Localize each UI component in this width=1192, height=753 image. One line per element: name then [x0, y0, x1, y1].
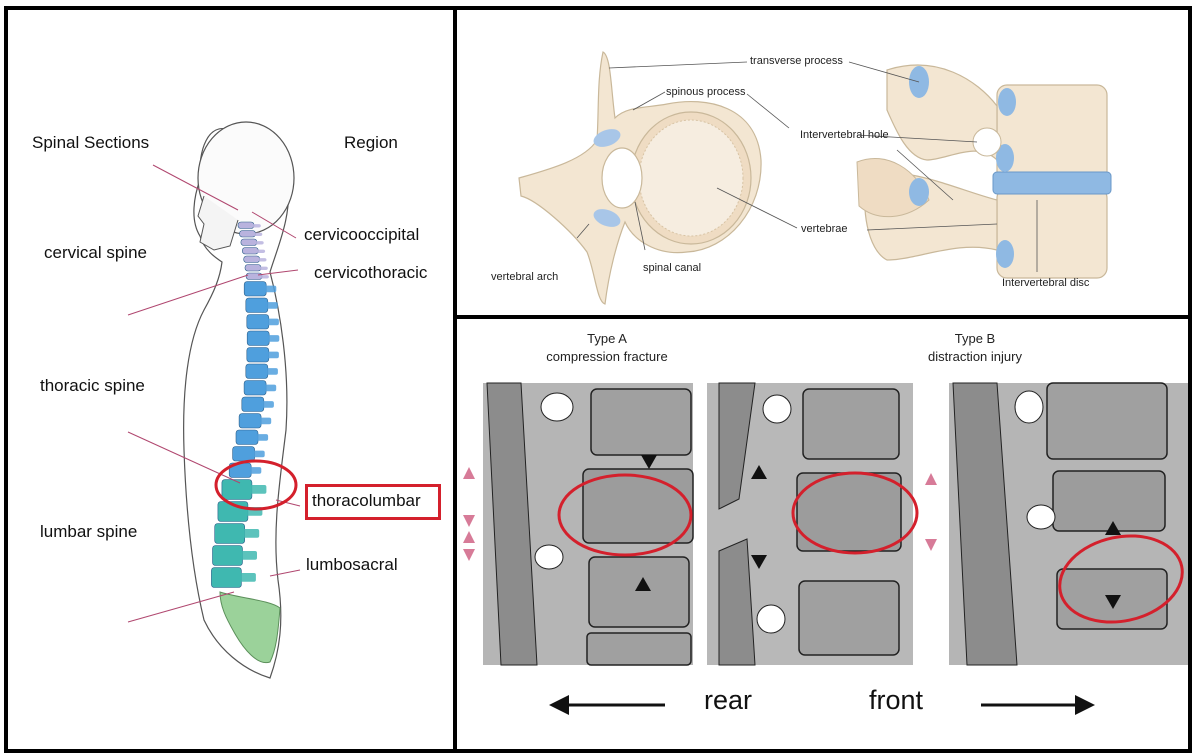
xray-illustration: [457, 319, 1192, 753]
vertebra-segment: [242, 397, 264, 412]
direction-arrows: [549, 695, 1095, 715]
region-thoracolumbar: thoracolumbar: [312, 491, 421, 511]
type-b-subtitle: distraction injury: [875, 349, 1075, 364]
vertebra-segment: [215, 524, 245, 544]
section-lumbar: lumbar spine: [40, 522, 137, 542]
type-b-sketch-2: [949, 383, 1190, 665]
label-vertebral-arch: vertebral arch: [491, 271, 558, 283]
vertebra-segment: [233, 447, 255, 462]
type-b-sketch-1: [707, 383, 937, 665]
vertebra-segment: [213, 546, 243, 566]
spinous-process-segment: [267, 352, 279, 359]
spinous-process-segment: [264, 286, 276, 293]
spinous-process-segment: [259, 418, 271, 425]
type-a-sketch: [463, 383, 693, 665]
spinous-process-segment: [243, 529, 260, 538]
vertebra-segment: [247, 331, 269, 346]
type-b-title: Type B: [905, 331, 1045, 346]
type-a-title: Type A: [537, 331, 677, 346]
spinous-process-segment: [267, 335, 279, 342]
spinous-process-segment: [249, 467, 261, 474]
spinous-process-segment: [253, 451, 265, 458]
vertebra-side-view: [857, 65, 1111, 278]
vertebra-segment: [222, 480, 252, 500]
spine-overview-panel: Spinal Sections Region cervical spine th…: [4, 6, 457, 753]
region-cervicooccipital: cervicooccipital: [304, 225, 419, 245]
spinous-process-segment: [239, 573, 256, 582]
sacrum: [220, 592, 280, 663]
vertebra-segment: [242, 248, 258, 255]
direction-rear: rear: [704, 685, 752, 716]
spinous-process-segment: [266, 368, 278, 375]
region-lumbosacral: lumbosacral: [306, 555, 398, 575]
region-header: Region: [344, 133, 398, 153]
vertebra-segment: [211, 568, 241, 588]
spinous-process-segment: [256, 434, 268, 441]
label-spinous-process: spinous process: [666, 86, 746, 98]
direction-front: front: [869, 685, 923, 716]
label-transverse-process: transverse process: [750, 55, 843, 67]
type-a-subtitle: compression fracture: [507, 349, 707, 364]
label-vertebrae: vertebrae: [801, 223, 847, 235]
spinous-process-segment: [266, 302, 278, 309]
cancellous-bone: [639, 120, 743, 236]
spinous-process-segment: [250, 485, 267, 494]
sections-header: Spinal Sections: [32, 133, 149, 153]
label-intervertebral-disc: Intervertebral disc: [1002, 277, 1089, 289]
spinous-process-segment: [262, 401, 274, 408]
vertebra-segment: [247, 348, 269, 363]
vertebra-segment: [239, 414, 261, 429]
label-intervertebral-hole: Intervertebral hole: [800, 129, 889, 141]
spinous-process-segment: [252, 224, 261, 227]
label-spinal-canal: spinal canal: [643, 262, 701, 274]
region-cervicothoracic: cervicothoracic: [314, 263, 427, 283]
spinous-process-segment: [260, 275, 269, 278]
vertebra-segment: [236, 430, 258, 445]
spinous-process-segment: [256, 250, 265, 253]
spinal-canal-opening: [602, 148, 642, 208]
spinous-process-segment: [259, 267, 268, 270]
intervertebral-disc-shape: [993, 172, 1111, 194]
vertebra-segment: [244, 282, 266, 297]
vertebra-segment: [244, 381, 266, 396]
vertebra-segment: [247, 315, 269, 330]
spinous-process-segment: [254, 233, 263, 236]
fracture-types-panel: Type A compression fracture Type B distr…: [453, 315, 1192, 753]
vertebra-segment: [238, 222, 254, 229]
spinous-process-segment: [267, 319, 279, 326]
vertebra-segment: [246, 364, 268, 379]
section-thoracic: thoracic spine: [40, 376, 145, 396]
section-cervical: cervical spine: [44, 243, 147, 263]
vertebra-segment: [241, 239, 257, 246]
spinous-process-segment: [255, 241, 264, 244]
vertebra-segment: [245, 265, 261, 272]
spinous-process-segment: [258, 258, 267, 261]
spinous-process-segment: [241, 551, 258, 560]
vertebral-column: [211, 222, 279, 588]
vertebra-segment: [246, 298, 268, 313]
vertebra-anatomy-panel: transverse process spinous process Inter…: [453, 6, 1192, 319]
vertebra-segment: [244, 256, 260, 263]
spinous-process-segment: [264, 385, 276, 392]
vertebra-segment: [240, 231, 256, 238]
vertebra-segment: [246, 273, 262, 280]
